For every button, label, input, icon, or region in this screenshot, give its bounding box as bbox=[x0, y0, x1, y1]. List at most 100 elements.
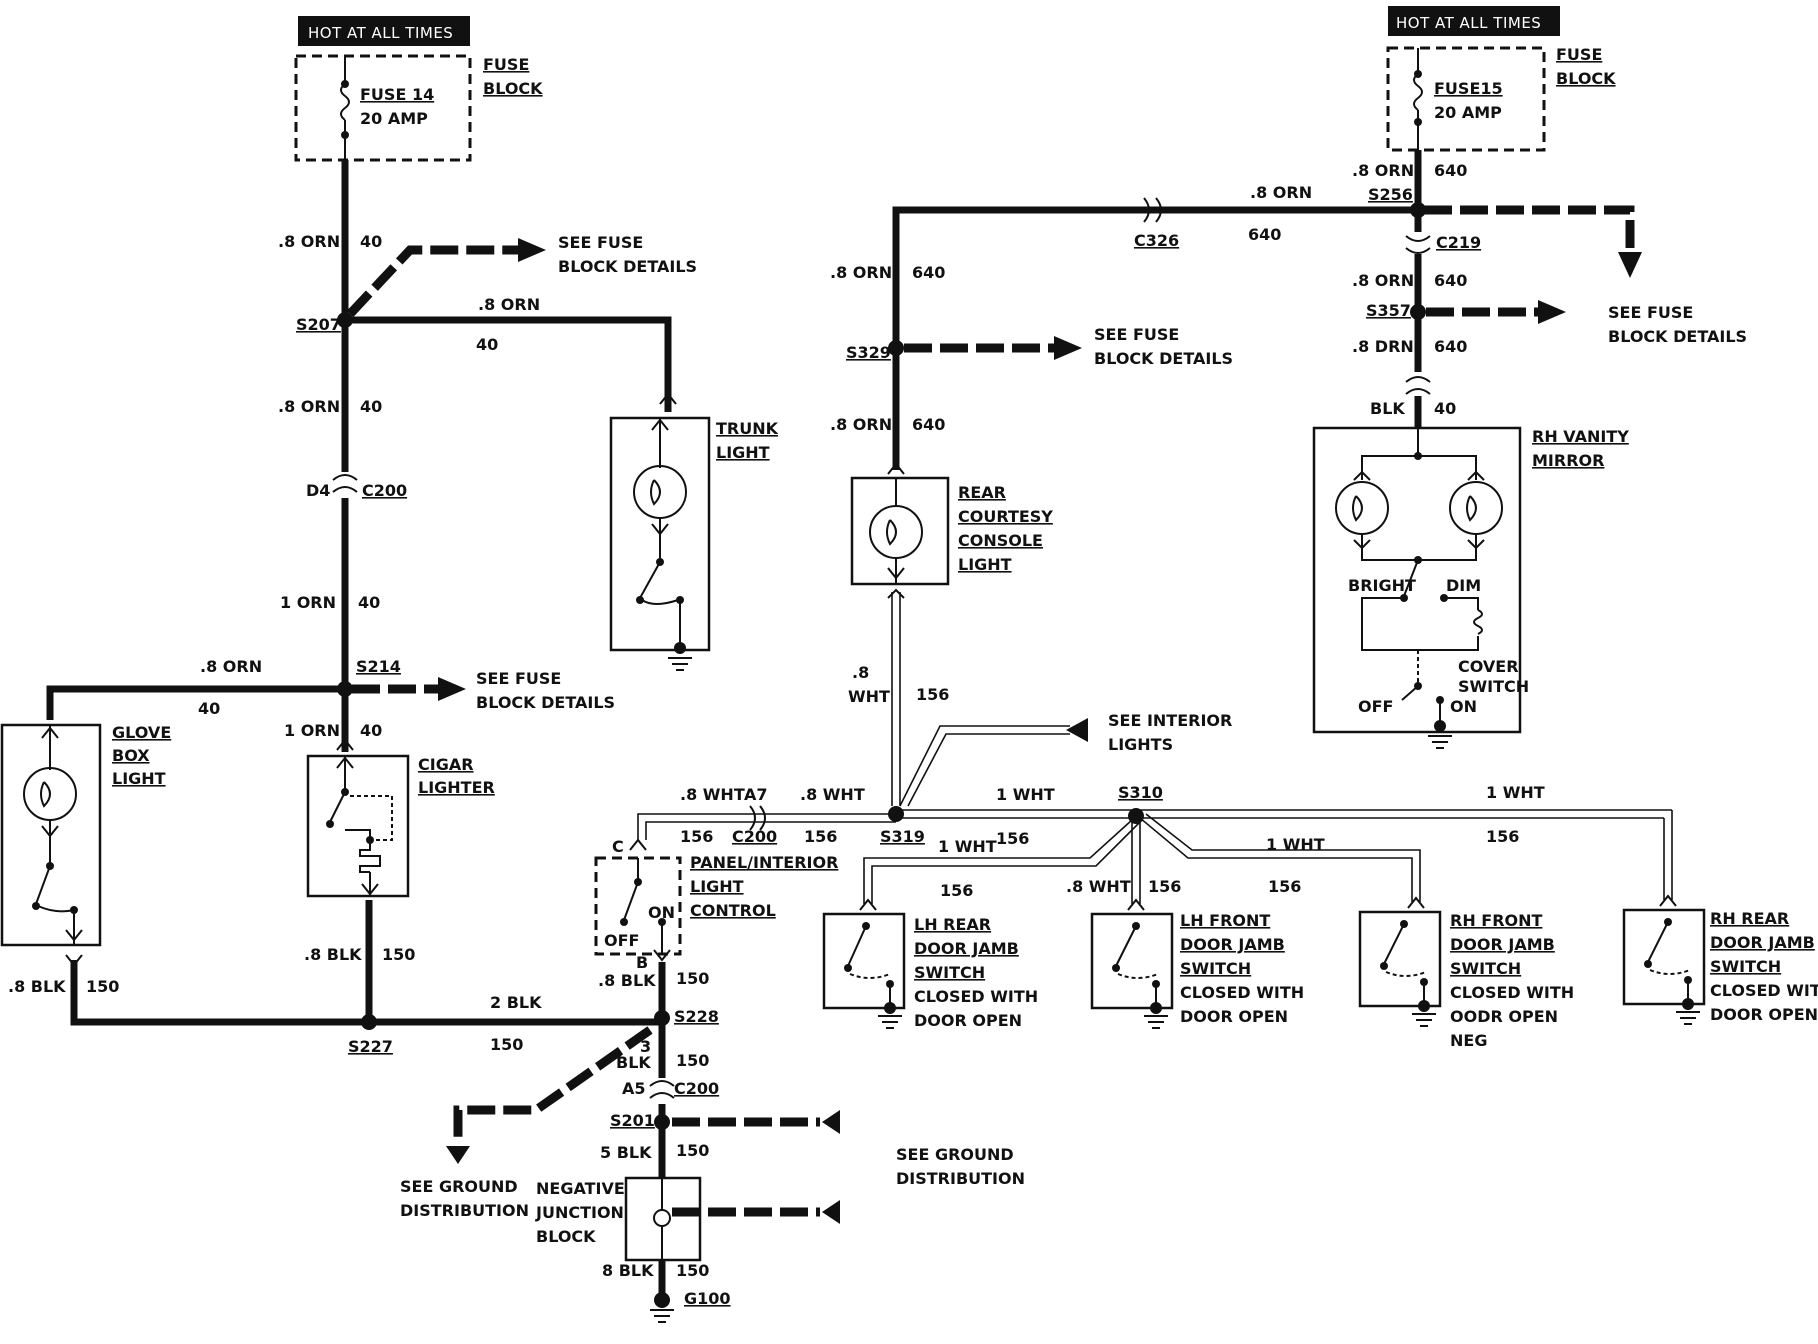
see-fuse-label: BLOCK DETAILS bbox=[476, 693, 615, 712]
wire-label: 150 bbox=[676, 1141, 709, 1160]
rh-rear-door-jamb-switch: RH REAR DOOR JAMB SWITCH CLOSED WITH DOO… bbox=[1622, 894, 1818, 1025]
wire-label: 156 bbox=[996, 829, 1029, 848]
splice-s357 bbox=[1410, 304, 1426, 320]
wire-label: 3 bbox=[640, 1037, 651, 1056]
wire-label: 150 bbox=[86, 977, 119, 996]
wire-label: .8 WHT bbox=[680, 785, 745, 804]
svg-text:TRUNK: TRUNK bbox=[716, 419, 779, 438]
see-fuse-label: SEE FUSE bbox=[1094, 325, 1179, 344]
wire-label: .8 BLK bbox=[304, 945, 362, 964]
svg-text:LIGHT: LIGHT bbox=[112, 769, 166, 788]
wire-label: 2 BLK bbox=[490, 993, 542, 1012]
svg-text:C219: C219 bbox=[1436, 233, 1481, 252]
svg-text:BLOCK: BLOCK bbox=[1556, 69, 1616, 88]
svg-text:DOOR JAMB: DOOR JAMB bbox=[1450, 935, 1555, 954]
see-fuse-label: SEE FUSE bbox=[476, 669, 561, 688]
svg-text:SWITCH: SWITCH bbox=[1710, 957, 1781, 976]
wire-to-glove-box bbox=[46, 685, 345, 720]
wire-label: 156 bbox=[804, 827, 837, 846]
wire-label: 640 bbox=[912, 263, 945, 282]
svg-text:LH FRONT: LH FRONT bbox=[1180, 911, 1270, 930]
svg-text:RH VANITY: RH VANITY bbox=[1532, 427, 1629, 446]
svg-text:LH REAR: LH REAR bbox=[914, 915, 991, 934]
see-interior-label: LIGHTS bbox=[1108, 735, 1173, 754]
wire-label: 1 ORN bbox=[280, 593, 336, 612]
svg-text:C200: C200 bbox=[362, 481, 407, 500]
splice-label: S228 bbox=[674, 1007, 719, 1026]
splice-label: S319 bbox=[880, 827, 925, 846]
svg-text:LIGHT: LIGHT bbox=[716, 443, 770, 462]
wire-label: .8 WHT bbox=[800, 785, 865, 804]
svg-text:PANEL/INTERIOR: PANEL/INTERIOR bbox=[690, 853, 838, 872]
connector-c200-left: D4 C200 bbox=[306, 474, 407, 500]
wire-label: 156 bbox=[916, 685, 949, 704]
splice-s228 bbox=[654, 1010, 670, 1026]
wire-label: 150 bbox=[676, 1051, 709, 1070]
wire-label: 150 bbox=[490, 1035, 523, 1054]
svg-text:OFF: OFF bbox=[604, 931, 639, 950]
wire-label: 5 BLK bbox=[600, 1143, 652, 1162]
see-fuse-label: SEE FUSE bbox=[1608, 303, 1693, 322]
wire-label: 640 bbox=[1434, 337, 1467, 356]
svg-text:HOT AT ALL TIMES: HOT AT ALL TIMES bbox=[1396, 14, 1541, 32]
dashed-to-ground-left bbox=[453, 1026, 653, 1140]
svg-text:DOOR JAMB: DOOR JAMB bbox=[1180, 935, 1285, 954]
wire-label: 640 bbox=[1248, 225, 1281, 244]
fuse-15-block: FUSE15 20 AMP FUSE BLOCK bbox=[1386, 45, 1616, 152]
svg-text:LIGHT: LIGHT bbox=[690, 877, 744, 896]
svg-text:BOX: BOX bbox=[112, 746, 150, 765]
svg-text:CONSOLE: CONSOLE bbox=[958, 531, 1043, 550]
wire-label: .8 BLK bbox=[598, 971, 656, 990]
svg-text:ON: ON bbox=[1450, 697, 1477, 716]
svg-text:DOOR OPEN: DOOR OPEN bbox=[914, 1011, 1022, 1030]
svg-text:DOOR JAMB: DOOR JAMB bbox=[914, 939, 1019, 958]
connector-a7-c200 bbox=[749, 805, 766, 831]
wire-label: .8 ORN bbox=[278, 397, 340, 416]
svg-text:NEGATIVE: NEGATIVE bbox=[536, 1179, 625, 1198]
wire-label: 640 bbox=[1434, 161, 1467, 180]
wire-label: 40 bbox=[198, 699, 220, 718]
wire-label: .8 ORN bbox=[278, 232, 340, 251]
fuse-14-block: FUSE 14 20 AMP FUSE BLOCK bbox=[294, 54, 543, 162]
connector-c200-ground: A5 C200 bbox=[622, 1079, 719, 1099]
wire-label: .8 bbox=[852, 663, 869, 682]
wire-to-trunk bbox=[345, 316, 672, 412]
svg-text:GLOVE: GLOVE bbox=[112, 723, 171, 742]
splice-label: S310 bbox=[1118, 783, 1163, 802]
fuse-14-label: FUSE 14 bbox=[360, 85, 434, 104]
svg-text:JUNCTION: JUNCTION bbox=[535, 1203, 624, 1222]
splice-label: S329 bbox=[846, 343, 891, 362]
wire-label: .8 BLK bbox=[8, 977, 66, 996]
wire-label: .8 WHT bbox=[1066, 877, 1131, 896]
wire-label: 156 bbox=[1486, 827, 1519, 846]
svg-text:SWITCH: SWITCH bbox=[1180, 959, 1251, 978]
svg-text:ON: ON bbox=[648, 903, 675, 922]
svg-text:CONTROL: CONTROL bbox=[690, 901, 776, 920]
wire-label: 1 WHT bbox=[1486, 783, 1545, 802]
splice-s319 bbox=[888, 806, 904, 822]
wire-label: 150 bbox=[382, 945, 415, 964]
svg-text:COVER: COVER bbox=[1458, 657, 1519, 676]
wire-label: 1 WHT bbox=[1266, 835, 1325, 854]
wire-label: 156 bbox=[1148, 877, 1181, 896]
see-interior-label: SEE INTERIOR bbox=[1108, 711, 1232, 730]
svg-text:FUSE15: FUSE15 bbox=[1434, 79, 1503, 98]
wire-label: 40 bbox=[1434, 399, 1456, 418]
svg-text:DIM: DIM bbox=[1446, 576, 1481, 595]
svg-text:CLOSED WITH: CLOSED WITH bbox=[1180, 983, 1304, 1002]
wire-label: BLK bbox=[616, 1053, 651, 1072]
wire-label: C200 bbox=[732, 827, 777, 846]
splice-label: S214 bbox=[356, 657, 401, 676]
see-ground-label: DISTRIBUTION bbox=[896, 1169, 1025, 1188]
svg-text:C200: C200 bbox=[674, 1079, 719, 1098]
wire-label: .8 ORN bbox=[830, 415, 892, 434]
connector-c326: C326 bbox=[1134, 197, 1179, 250]
svg-text:OODR OPEN: OODR OPEN bbox=[1450, 1007, 1558, 1026]
wire-label: 1 WHT bbox=[996, 785, 1055, 804]
svg-text:HOT AT ALL TIMES: HOT AT ALL TIMES bbox=[308, 24, 453, 42]
svg-text:MIRROR: MIRROR bbox=[1532, 451, 1604, 470]
svg-text:DOOR JAMB: DOOR JAMB bbox=[1710, 933, 1815, 952]
wire-label: .8 ORN bbox=[478, 295, 540, 314]
svg-text:CLOSED WITH: CLOSED WITH bbox=[1450, 983, 1574, 1002]
